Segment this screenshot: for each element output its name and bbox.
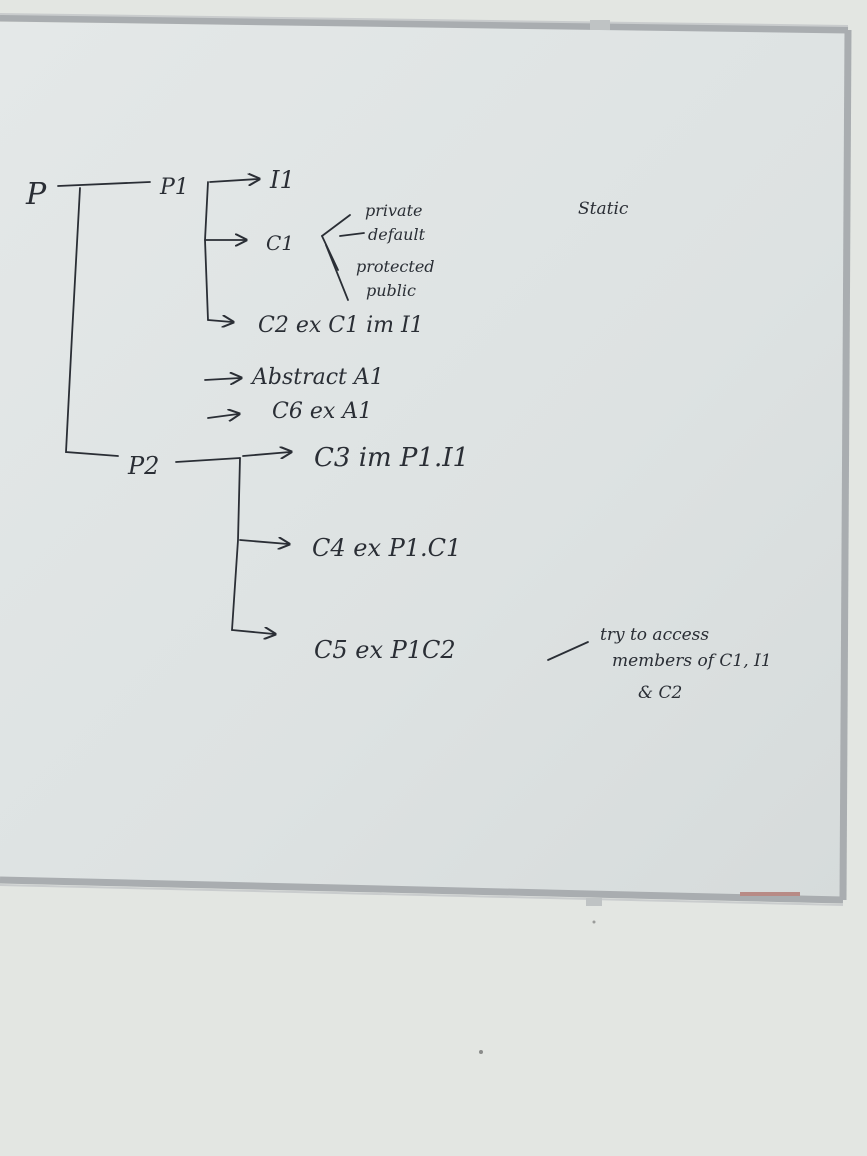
label-root: P [25, 177, 47, 212]
note-line-2: members of C1, I1 [612, 651, 772, 671]
label-mod-private: private [365, 201, 422, 220]
label-c3: C3 im P1.I1 [314, 443, 469, 473]
label-c2: C2 ex C1 im I1 [258, 313, 424, 338]
wall-mark [479, 1050, 483, 1054]
label-c5: C5 ex P1C2 [314, 636, 456, 664]
note-line-3: & C2 [638, 683, 682, 703]
label-mod-default: default [368, 225, 426, 244]
label-c4: C4 ex P1.C1 [312, 534, 461, 562]
frame-clip-top [590, 20, 610, 30]
board-surface [0, 22, 848, 898]
label-abstract: Abstract A1 [250, 365, 384, 390]
diagram-lines [57, 179, 589, 661]
brand-sticker [740, 892, 800, 896]
wall-mark [592, 920, 596, 924]
label-mod-protected: protected [356, 257, 435, 276]
board-frame [0, 14, 852, 904]
label-mod-public: public [366, 281, 416, 300]
label-c6: C6 ex A1 [272, 399, 372, 424]
frame-clip-bottom [586, 898, 602, 906]
label-pkg2: P2 [127, 452, 159, 480]
label-pkg1: P1 [159, 175, 189, 200]
label-i1: I1 [269, 166, 295, 194]
label-c1: C1 [266, 231, 294, 255]
label-static: Static [578, 199, 629, 219]
note-line-1: try to access [600, 625, 709, 645]
